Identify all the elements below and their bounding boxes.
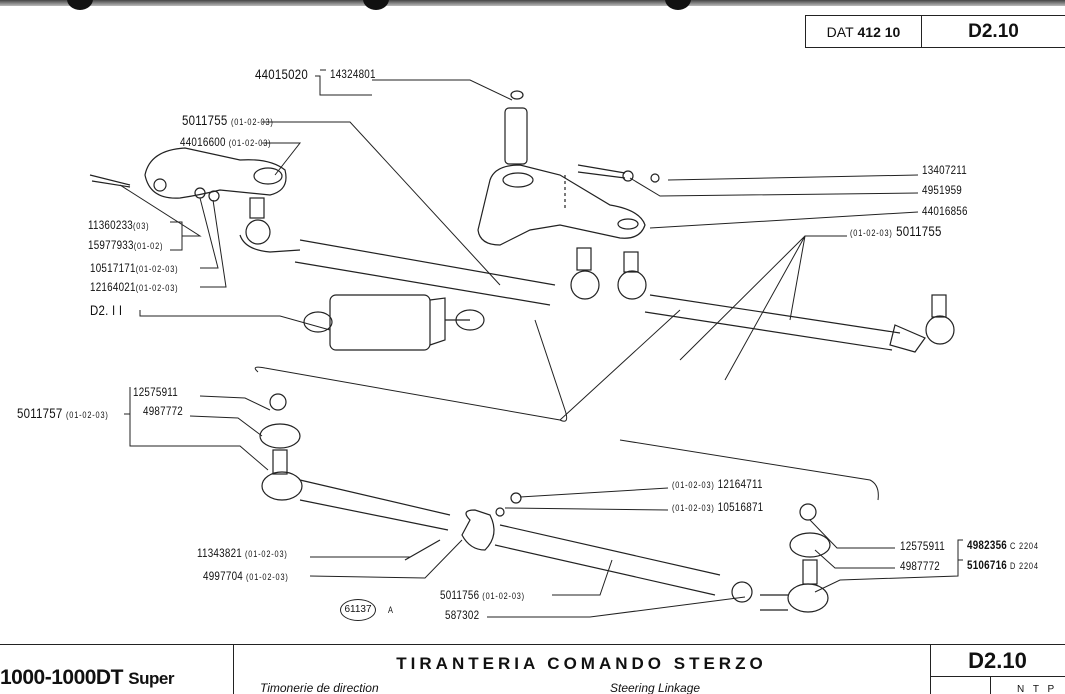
part-label: 4997704 (01-02-03)	[203, 569, 289, 583]
part-label: 13407211	[922, 163, 968, 177]
part-label: 15977933(01-02)	[88, 238, 163, 252]
leader-lines	[119, 69, 963, 618]
part-number: 5106716	[967, 558, 1008, 572]
part-label: 11343821 (01-02-03)	[197, 546, 288, 560]
title-block: 1000-1000DT Super TIRANTERIA COMANDO STE…	[0, 644, 1065, 694]
left-tie-rod-part	[239, 197, 600, 306]
part-label: 10517171(01-02-03)	[90, 261, 178, 275]
divider	[233, 645, 234, 694]
binder-hole	[363, 0, 389, 10]
part-number: 5011756	[440, 588, 480, 602]
application-code: D 2204	[1010, 561, 1039, 571]
part-label: 44015020	[255, 66, 309, 82]
part-label: (01-02-03) 5011755	[850, 223, 942, 239]
part-label: 5011757 (01-02-03)	[17, 405, 109, 421]
divider	[930, 676, 1065, 677]
model-number: 1000-1000DT	[0, 666, 123, 689]
variant-code: (01-02-03)	[135, 283, 179, 293]
part-label: 12164021(01-02-03)	[90, 280, 178, 294]
part-number: 10516871	[717, 500, 764, 514]
part-number: 5011755	[896, 223, 942, 239]
part-label: 12575911	[900, 539, 946, 553]
steering-damper-part	[303, 294, 485, 351]
part-number: 12164711	[717, 477, 763, 491]
variant-code: (01-02-03)	[850, 228, 893, 238]
part-number: 4997704	[203, 569, 244, 583]
part-label: 4982356 C 2204	[967, 538, 1039, 552]
right-tie-rod-part	[617, 251, 955, 353]
part-number: 5011755	[182, 112, 228, 128]
variant-code: (01-02-03)	[672, 480, 715, 490]
subtitle-english: Steering Linkage	[610, 681, 701, 694]
ntp-label: N T P	[1017, 684, 1058, 694]
binder-hole	[665, 0, 691, 10]
part-number: 15977933	[88, 238, 134, 252]
part-number: 5011757	[17, 405, 63, 421]
subtitle-french: Timonerie de direction	[260, 681, 379, 694]
variant-code: (01-02-03)	[228, 138, 272, 148]
part-label: 5011756 (01-02-03)	[440, 588, 525, 602]
variant-code: (01-02-03)	[66, 410, 109, 420]
variant-code: (01-02-03)	[246, 572, 289, 582]
part-label: 44016856	[922, 204, 968, 218]
pitman-arm-part	[89, 147, 287, 202]
variant-code: (01-02-03)	[245, 549, 288, 559]
group-title: TIRANTERIA COMANDO STERZO	[396, 654, 767, 673]
part-label: 4951959	[922, 183, 963, 197]
scan-top-edge	[0, 0, 1065, 6]
drawing-suffix: A	[388, 605, 394, 615]
drawing-number: 61137	[340, 599, 376, 621]
application-code: C 2204	[1010, 541, 1039, 551]
variant-code: (01-02-03)	[672, 503, 715, 513]
part-label: 5011755 (01-02-03)	[182, 112, 274, 128]
cross-reference-label: D2. I I	[90, 302, 123, 318]
variant-code: (01-02-03)	[135, 264, 179, 274]
part-label: 14324801	[330, 67, 376, 81]
part-label: (01-02-03) 12164711	[672, 477, 763, 491]
table-code: D2.10	[968, 20, 1019, 42]
part-label: 11360233(03)	[88, 218, 149, 232]
model-suffix: Super	[128, 669, 174, 688]
part-label: 4987772	[143, 404, 184, 418]
part-label: 5106716 D 2204	[967, 558, 1039, 572]
dat-number: 412 10	[857, 23, 901, 40]
part-label: 587302	[445, 608, 480, 622]
part-label: 12575911	[133, 385, 179, 399]
idler-arm-part	[477, 90, 660, 246]
part-label: (01-02-03) 10516871	[672, 500, 763, 514]
variant-code: (01-02-03)	[231, 117, 274, 127]
dat-prefix: DAT	[826, 23, 854, 40]
part-number: 11360233	[88, 218, 134, 232]
part-number: 44016600	[180, 135, 226, 149]
table-code: D2.10	[968, 648, 1027, 673]
part-label: 4987772	[900, 559, 941, 573]
divider	[930, 645, 931, 694]
divider	[990, 677, 991, 694]
part-label: 44016600 (01-02-03)	[180, 135, 271, 149]
lower-tie-rod-assembly	[259, 393, 831, 613]
header-reference-box: DAT 412 10 D2.10	[805, 15, 1065, 48]
part-number: 12164021	[90, 280, 136, 294]
variant-code: (01-02-03)	[482, 591, 525, 601]
part-number: 11343821	[197, 546, 243, 560]
part-number: 4982356	[967, 538, 1008, 552]
part-number: 10517171	[90, 261, 136, 275]
model-name: 1000-1000DT Super	[0, 666, 174, 690]
variant-code: (01-02)	[133, 241, 164, 251]
binder-hole	[67, 0, 93, 10]
variant-code: (03)	[133, 221, 150, 231]
dat-reference: DAT 412 10	[806, 16, 922, 47]
